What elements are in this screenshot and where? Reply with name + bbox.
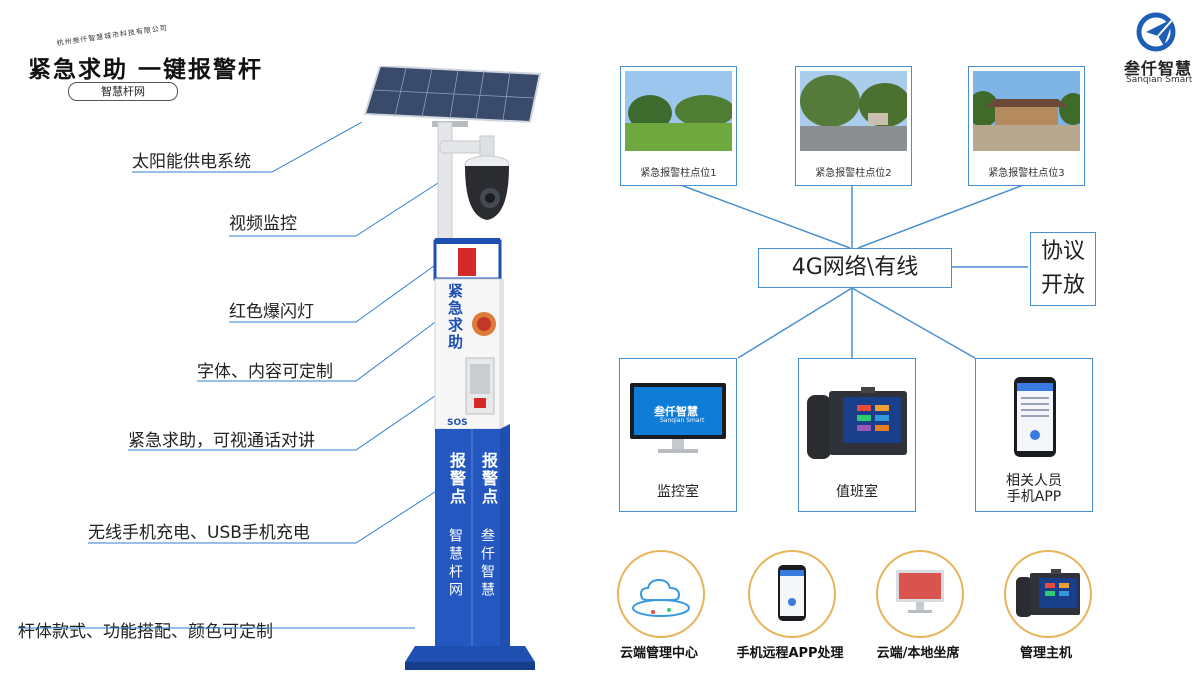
protocol-label: 协议开放 xyxy=(1040,239,1085,298)
desktop-computer-icon xyxy=(896,570,944,613)
site-card-1: 紧急报警柱点位1 xyxy=(620,66,737,186)
pole-sign-emergency: 紧急求助 xyxy=(446,283,464,351)
feature-custom-text: 字体、内容可定制 xyxy=(197,362,333,382)
page-title: 紧急求助 一键报警杆 xyxy=(28,57,264,83)
site-card-3: 紧急报警柱点位3 xyxy=(968,66,1085,186)
pole-brand-left: 智慧杆网 xyxy=(447,528,463,600)
brand-name-en: Sanqian Smart xyxy=(1126,75,1193,85)
device-caption-monitoring: 监控室 xyxy=(657,484,699,500)
network-node: 4G网络\有线 xyxy=(758,248,952,288)
site-caption-2: 紧急报警柱点位2 xyxy=(815,168,892,179)
device-caption-duty: 值班室 xyxy=(836,484,878,500)
monitoring-room-card: 叁仟智慧 Sanqian Smart 监控室 xyxy=(619,358,737,512)
feature-charging: 无线手机充电、USB手机充电 xyxy=(88,523,310,543)
management-host-icon xyxy=(1016,569,1080,617)
protocol-node: 协议开放 xyxy=(1030,232,1096,306)
cloud-icon xyxy=(632,578,690,617)
site-photo-1 xyxy=(625,71,732,151)
site-caption-1: 紧急报警柱点位1 xyxy=(640,168,717,179)
smartphone-icon xyxy=(1014,377,1056,457)
mobile-phone-icon xyxy=(778,565,806,621)
platform-caption-app: 手机远程APP处理 xyxy=(736,646,844,661)
monitor-icon xyxy=(630,383,726,453)
feature-customization: 杆体款式、功能搭配、颜色可定制 xyxy=(18,622,273,642)
ptz-camera-icon xyxy=(464,135,510,220)
feature-leader-lines xyxy=(18,121,446,629)
platform-caption-host: 管理主机 xyxy=(1019,646,1072,661)
feature-solar: 太阳能供电系统 xyxy=(132,152,251,172)
pole-alarm-point-left: 报警点 xyxy=(447,452,466,506)
solar-panel-icon xyxy=(363,66,542,127)
platform-caption-cloud: 云端管理中心 xyxy=(619,646,698,661)
cloud-center-circle xyxy=(617,550,705,638)
site-photo-3 xyxy=(973,71,1080,151)
network-label: 4G网络\有线 xyxy=(791,255,919,280)
site-caption-3: 紧急报警柱点位3 xyxy=(988,168,1065,179)
alarm-pole-illustration xyxy=(363,66,542,670)
pole-alarm-point-right: 报警点 xyxy=(479,452,498,506)
brand-name: 叁仟智慧 xyxy=(1124,59,1193,78)
network-connector-lines xyxy=(677,183,1028,359)
device-caption-mobile: 相关人员 手机APP xyxy=(1006,473,1062,505)
feature-video: 视频监控 xyxy=(229,214,297,234)
site-photo-2 xyxy=(800,71,907,151)
monitor-screen-brand: 叁仟智慧 xyxy=(654,405,698,418)
host-circle xyxy=(1004,550,1092,638)
duty-room-card: 值班室 xyxy=(798,358,916,512)
platform-caption-seat: 云端/本地坐席 xyxy=(876,646,960,661)
subtitle-pill: 智慧杆网 xyxy=(68,82,178,101)
pole-sos-label: SOS xyxy=(447,418,468,428)
mobile-app-card: 相关人员 手机APP xyxy=(975,358,1093,512)
desk-phone-icon xyxy=(807,387,907,459)
monitor-screen-brand-en: Sanqian Smart xyxy=(660,417,705,424)
pole-brand-right: 叁仟智慧 xyxy=(479,528,495,600)
brand-logo-icon xyxy=(1136,12,1176,52)
feature-strobe: 红色爆闪灯 xyxy=(229,302,314,322)
feature-intercom: 紧急求助，可视通话对讲 xyxy=(128,431,315,451)
site-card-2: 紧急报警柱点位2 xyxy=(795,66,912,186)
seat-circle xyxy=(876,550,964,638)
mobile-app-circle xyxy=(748,550,836,638)
